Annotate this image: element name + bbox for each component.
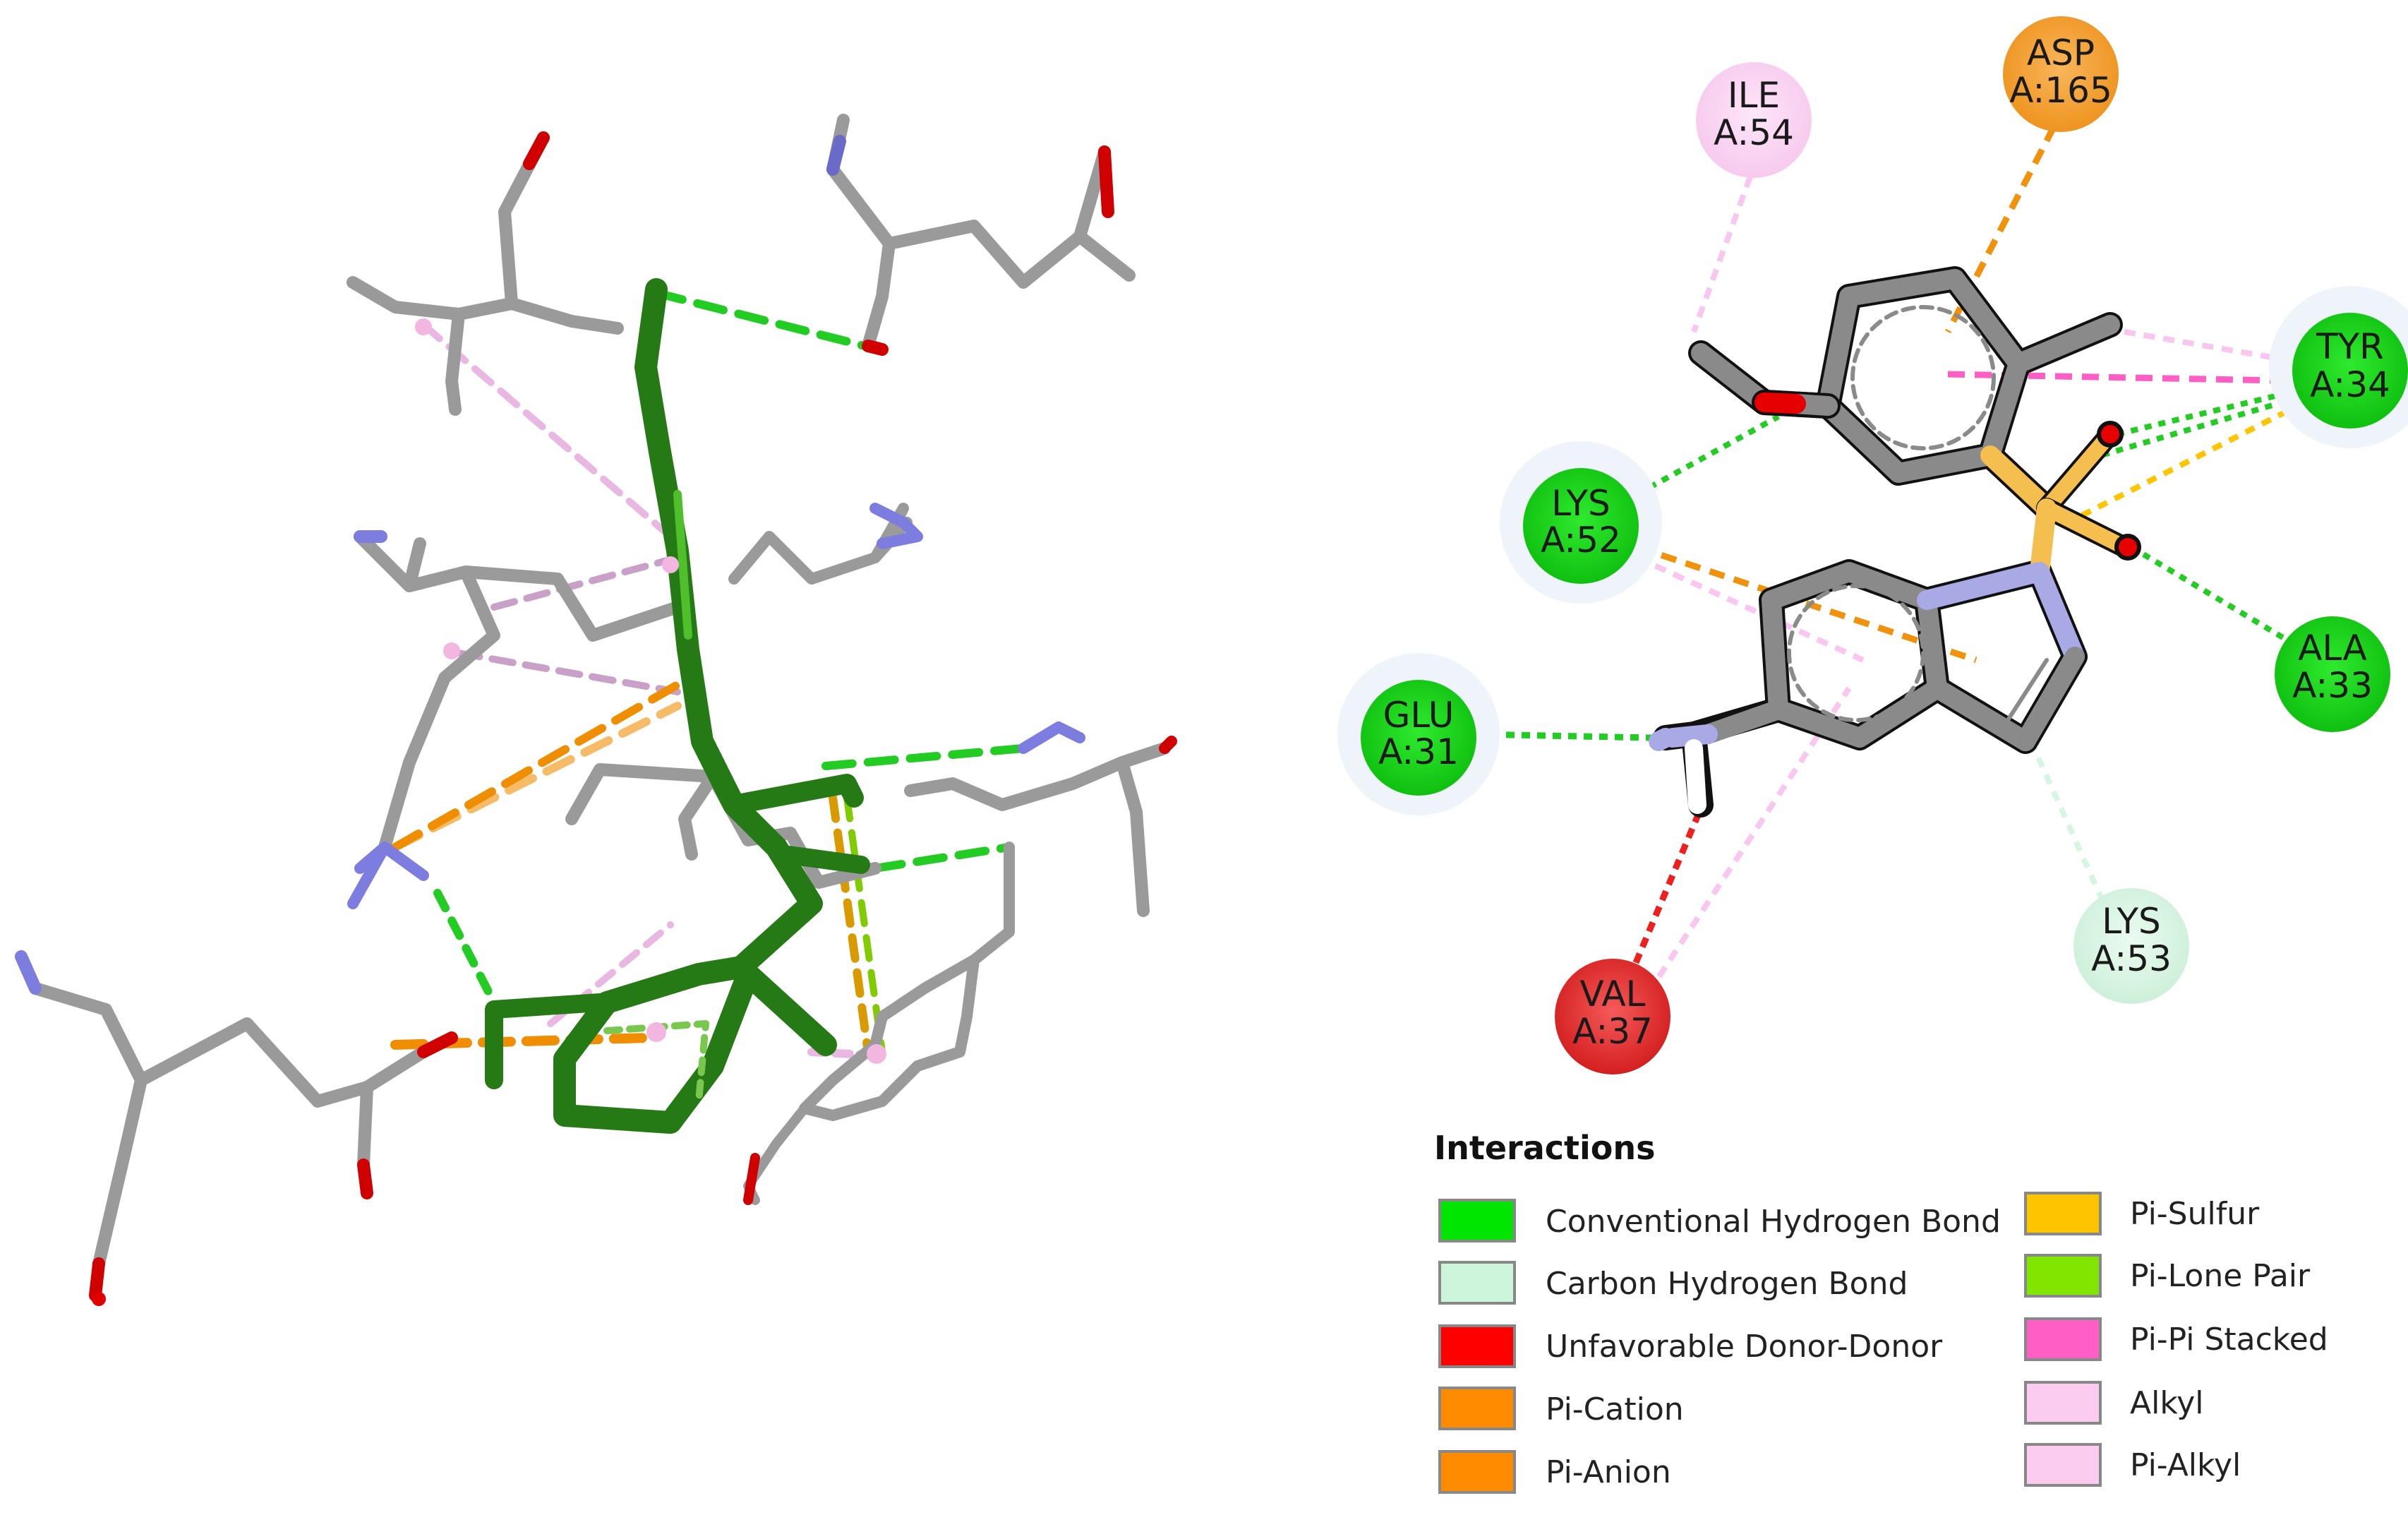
- legend-item: Pi-Cation: [1438, 1387, 1684, 1430]
- legend-item: Pi-Pi Stacked: [2024, 1317, 2328, 1361]
- residue-name: VAL: [1579, 974, 1645, 1014]
- legend-swatch: [2024, 1317, 2102, 1361]
- residue-tyr34: TYR A:34: [2269, 286, 2408, 448]
- residue-number: A:37: [1572, 1011, 1653, 1052]
- legend-item: Pi-Sulfur: [2024, 1192, 2260, 1235]
- interactions-legend: Interactions Conventional Hydrogen Bond …: [1434, 1129, 2328, 1494]
- legend-swatch: [1438, 1324, 1516, 1368]
- residue-name: ILE: [1728, 75, 1780, 116]
- residue-val37: VAL A:37: [1555, 959, 1670, 1074]
- legend-swatch: [1438, 1387, 1516, 1430]
- legend-item: Pi-Alkyl: [2024, 1443, 2241, 1487]
- residue-name: LYS: [2102, 901, 2161, 942]
- legend-item: Conventional Hydrogen Bond: [1438, 1199, 2001, 1242]
- legend-swatch: [1438, 1450, 1516, 1494]
- residue-number: A:54: [1714, 112, 1794, 153]
- residue-name: TYR: [2316, 326, 2384, 367]
- residue-ala33: ALA A:33: [2275, 616, 2390, 732]
- residue-name: LYS: [1551, 483, 1611, 524]
- legend-label: Pi-Pi Stacked: [2130, 1322, 2328, 1358]
- legend-title: Interactions: [1434, 1129, 1656, 1167]
- residue-asp165: ASP A:165: [2003, 16, 2119, 132]
- legend-swatch: [2024, 1254, 2102, 1298]
- ligand-2d-structure: [1649, 266, 2141, 818]
- pose-centroids: [415, 318, 886, 1064]
- residue-ile54: ILE A:54: [1696, 62, 1812, 178]
- legend-item: Carbon Hydrogen Bond: [1438, 1261, 1908, 1305]
- residue-number: A:52: [1541, 520, 1621, 561]
- residue-number: A:33: [2292, 665, 2373, 706]
- legend-item: Pi-Lone Pair: [2024, 1254, 2311, 1298]
- legend-item: Pi-Anion: [1438, 1450, 1671, 1494]
- legend-item: Unfavorable Donor-Donor: [1438, 1324, 1943, 1368]
- residue-number: A:165: [2009, 70, 2112, 111]
- legend-swatch: [1438, 1199, 1516, 1242]
- legend-label: Alkyl: [2130, 1385, 2204, 1421]
- legend-label: Pi-Anion: [1546, 1454, 1671, 1490]
- legend-label: Pi-Cation: [1546, 1391, 1684, 1427]
- protein-residue-sticks: [15, 114, 1177, 1306]
- residue-lys53: LYS A:53: [2073, 888, 2189, 1004]
- legend-label: Pi-Alkyl: [2130, 1447, 2241, 1483]
- legend-label: Pi-Lone Pair: [2130, 1258, 2311, 1294]
- legend-label: Conventional Hydrogen Bond: [1546, 1204, 2001, 1240]
- residue-discs: ILE A:54 ASP A:165 TYR A:34 LYS A:52: [1337, 16, 2408, 1074]
- pose-interaction-lines: [390, 289, 1028, 1060]
- ligand-3d-sticks: [485, 278, 870, 1134]
- legend-label: Pi-Sulfur: [2130, 1196, 2260, 1232]
- legend-label: Unfavorable Donor-Donor: [1546, 1329, 1943, 1365]
- residue-name: GLU: [1383, 695, 1455, 736]
- residue-number: A:53: [2091, 938, 2172, 979]
- binding-pose-3d: [15, 114, 1177, 1306]
- interaction-diagram-2d: ILE A:54 ASP A:165 TYR A:34 LYS A:52: [1337, 16, 2408, 1494]
- residue-number: A:31: [1378, 731, 1459, 772]
- residue-number: A:34: [2310, 364, 2390, 405]
- residue-lys52: LYS A:52: [1500, 441, 1662, 604]
- residue-glu31: GLU A:31: [1337, 653, 1500, 815]
- legend-item: Alkyl: [2024, 1381, 2204, 1425]
- legend-swatch: [2024, 1443, 2102, 1487]
- residue-name: ALA: [2298, 628, 2366, 669]
- residue-name: ASP: [2027, 32, 2095, 73]
- legend-swatch: [2024, 1192, 2102, 1235]
- legend-label: Carbon Hydrogen Bond: [1546, 1266, 1908, 1302]
- legend-swatch: [2024, 1381, 2102, 1425]
- legend-swatch: [1438, 1261, 1516, 1305]
